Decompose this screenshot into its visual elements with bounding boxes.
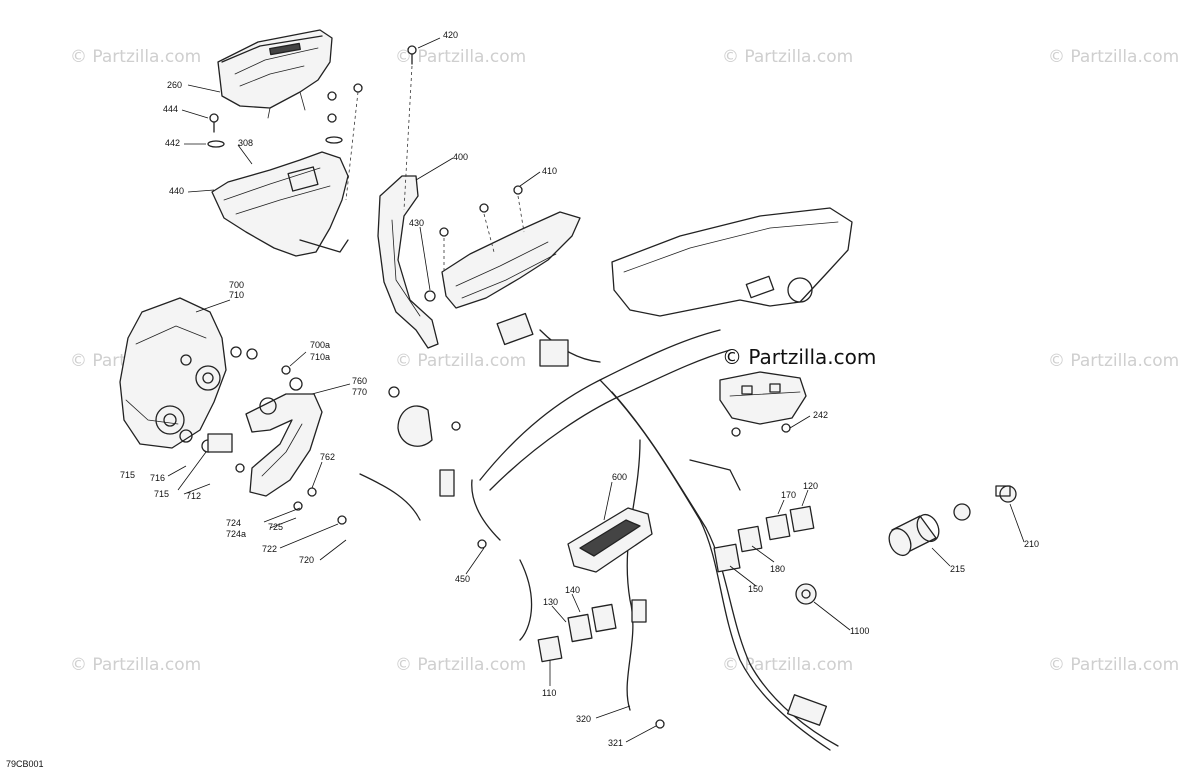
- watermark: © Partzilla.com: [1048, 655, 1179, 675]
- callout-715[interactable]: 715: [120, 470, 135, 480]
- part-cylinder-215[interactable]: [885, 511, 943, 559]
- watermark-layer: © Partzilla.com © Partzilla.com © Partzi…: [70, 47, 1179, 675]
- watermark: © Partzilla.com: [722, 655, 853, 675]
- callout-130[interactable]: 130: [543, 597, 558, 607]
- callout-labels: 420 260 444 442 308 400 440 410 430 700 …: [6, 30, 1039, 769]
- callout-400[interactable]: 400: [453, 152, 468, 162]
- connector-group-bottom[interactable]: [537, 599, 647, 663]
- callout-700a[interactable]: 700a: [310, 340, 330, 350]
- callout-420[interactable]: 420: [443, 30, 458, 40]
- callout-1100[interactable]: 1100: [850, 626, 869, 636]
- callout-430[interactable]: 430: [409, 218, 424, 228]
- callout-715[interactable]: 715: [154, 489, 169, 499]
- callout-720[interactable]: 720: [299, 555, 314, 565]
- callout-180[interactable]: 180: [770, 564, 785, 574]
- part-display-600[interactable]: [567, 507, 653, 573]
- part-switch-210[interactable]: [953, 485, 1017, 521]
- callout-410[interactable]: 410: [542, 166, 557, 176]
- wiring-harness[interactable]: [359, 312, 839, 751]
- callout-210[interactable]: 210: [1024, 539, 1039, 549]
- callout-440[interactable]: 440: [169, 186, 184, 196]
- callout-150[interactable]: 150: [748, 584, 763, 594]
- watermark-main: © Partzilla.com: [722, 345, 876, 369]
- watermark: © Partzilla.com: [395, 351, 526, 371]
- callout-170[interactable]: 170: [781, 490, 796, 500]
- part-headlight-700[interactable]: [119, 297, 227, 449]
- callout-710[interactable]: 710: [229, 290, 244, 300]
- watermark: © Partzilla.com: [722, 47, 853, 67]
- callout-242[interactable]: 242: [813, 410, 828, 420]
- callout-120[interactable]: 120: [803, 481, 818, 491]
- watermark: © Partzilla.com: [1048, 47, 1179, 67]
- callout-450[interactable]: 450: [455, 574, 470, 584]
- callout-770[interactable]: 770: [352, 387, 367, 397]
- assembly-lines: [345, 65, 525, 270]
- callout-260[interactable]: 260: [167, 80, 182, 90]
- callout-110[interactable]: 110: [542, 688, 556, 698]
- watermark: © Partzilla.com: [70, 655, 201, 675]
- part-bracket-440[interactable]: [211, 151, 349, 257]
- watermark: © Partzilla.com: [395, 655, 526, 675]
- callout-722[interactable]: 722: [262, 544, 277, 554]
- callout-724[interactable]: 724: [226, 518, 241, 528]
- part-bracket-242[interactable]: [719, 371, 807, 425]
- callout-710a[interactable]: 710a: [310, 352, 330, 362]
- watermark: © Partzilla.com: [1048, 351, 1179, 371]
- callout-762[interactable]: 762: [320, 452, 335, 462]
- callout-700[interactable]: 700: [229, 280, 244, 290]
- part-frame-console[interactable]: [611, 207, 853, 317]
- part-plate-410[interactable]: [441, 211, 581, 309]
- connector-group-right[interactable]: [713, 505, 815, 573]
- callout-215[interactable]: 215: [950, 564, 965, 574]
- callout-760[interactable]: 760: [352, 376, 367, 386]
- callout-712[interactable]: 712: [186, 491, 201, 501]
- leader-lines: [167, 37, 1025, 743]
- fasteners: [179, 45, 791, 729]
- callout-725[interactable]: 725: [268, 522, 283, 532]
- callout-320[interactable]: 320: [576, 714, 591, 724]
- callout-308[interactable]: 308: [238, 138, 253, 148]
- callout-442[interactable]: 442: [165, 138, 180, 148]
- part-horn[interactable]: [388, 386, 433, 447]
- callout-140[interactable]: 140: [565, 585, 580, 595]
- watermark: © Partzilla.com: [70, 47, 201, 67]
- callout-600[interactable]: 600: [612, 472, 627, 482]
- part-socket-1100[interactable]: [795, 583, 817, 605]
- callout-724a[interactable]: 724a: [226, 529, 246, 539]
- callout-444[interactable]: 444: [163, 104, 178, 114]
- part-cover-260[interactable]: [217, 29, 333, 119]
- callout-321[interactable]: 321: [608, 738, 623, 748]
- watermark: © Partzilla.com: [395, 47, 526, 67]
- callout-716[interactable]: 716: [150, 473, 165, 483]
- part-bracket-760[interactable]: [245, 393, 323, 497]
- part-bracket-400[interactable]: [377, 175, 439, 349]
- diagram-code: 79CB001: [6, 759, 44, 769]
